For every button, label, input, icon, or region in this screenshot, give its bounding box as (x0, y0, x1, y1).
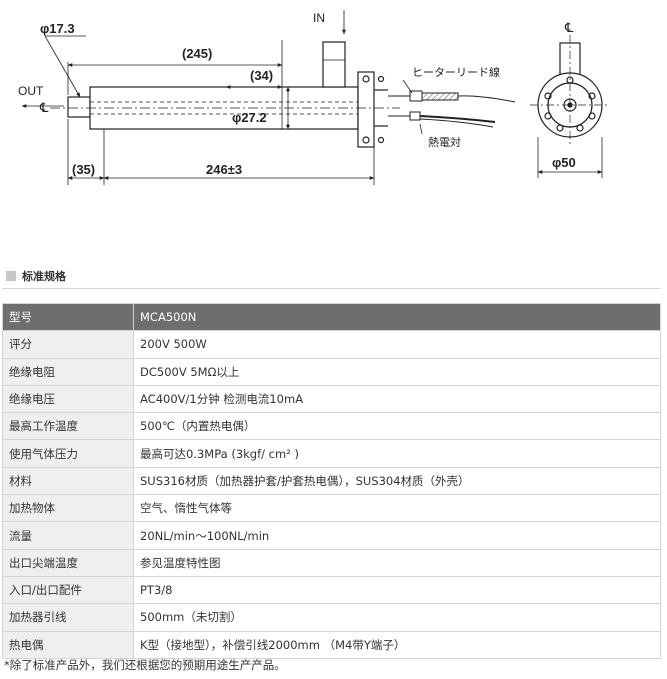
row-key: 最高工作温度 (2, 412, 134, 441)
dim-34: (34) (250, 68, 273, 83)
row-value: 500℃（内置热电偶） (133, 412, 661, 441)
header-key: 型号 (2, 302, 134, 332)
dim-phi-50: φ50 (552, 155, 576, 170)
label-thermocouple: 熱電対 (428, 135, 461, 149)
section-heading: 标准规格 (6, 268, 66, 284)
header-value: MCA500N (133, 302, 661, 332)
lead-wires (388, 90, 516, 128)
dim-246: 246±3 (206, 162, 242, 177)
table-header-row: 型号 MCA500N (2, 302, 661, 332)
table-row: 评分 200V 500W (2, 330, 661, 359)
label-in: IN (313, 11, 325, 25)
label-heater-lead: ヒーターリード線 (412, 65, 500, 79)
row-key: 流量 (2, 521, 134, 550)
table-row: 流量 20NL/min～100NL/min (2, 521, 661, 550)
row-key: 加热物体 (2, 494, 134, 523)
table-row: 出口尖端温度 参见温度特性图 (2, 548, 661, 577)
row-value: 500mm（未切割） (133, 603, 661, 632)
spec-table: 型号 MCA500N 评分 200V 500W 绝缘电阻 DC500V 5MΩ以… (2, 302, 661, 659)
row-value: 空气、惰性气体等 (133, 494, 661, 523)
row-value: PT3/8 (133, 575, 661, 605)
row-key: 热电偶 (2, 630, 134, 659)
table-row: 加热物体 空气、惰性气体等 (2, 494, 661, 523)
row-value: 最高可达0.3MPa (3kgf/ cm² ) (133, 439, 661, 468)
section-divider (2, 288, 661, 289)
section-marker-icon (6, 271, 16, 281)
row-value: 200V 500W (133, 330, 661, 359)
row-value: AC400V/1分钟 检测电流10mA (133, 384, 661, 414)
row-value: K型（接地型），补偿引线2000mm （M4带Y端子） (133, 630, 661, 659)
row-key: 加热器引线 (2, 603, 134, 632)
centerline-mark-left: ℄ (39, 100, 49, 115)
section-title: 标准规格 (22, 270, 66, 283)
row-value: 参见温度特性图 (133, 548, 661, 577)
row-key: 绝缘电压 (2, 384, 134, 414)
row-key: 材料 (2, 466, 134, 496)
footnote: *除了标准产品外，我们还根据您的预期用途生产产品。 (4, 658, 286, 672)
row-value: 20NL/min～100NL/min (133, 521, 661, 550)
dimension-lines (21, 10, 603, 185)
label-out: OUT (18, 84, 44, 98)
row-key: 使用气体压力 (2, 439, 134, 468)
table-row: 绝缘电压 AC400V/1分钟 检测电流10mA (2, 384, 661, 414)
technical-drawing: φ17.3 IN (245) (34) OUT ℄ φ27.2 (35) 246… (18, 10, 610, 185)
centerline-mark-end: ℄ (564, 20, 574, 35)
dim-245: (245) (182, 46, 212, 61)
table-row: 入口/出口配件 PT3/8 (2, 575, 661, 605)
table-row: 使用气体压力 最高可达0.3MPa (3kgf/ cm² ) (2, 439, 661, 468)
table-row: 绝缘电阻 DC500V 5MΩ以上 (2, 357, 661, 386)
row-value: DC500V 5MΩ以上 (133, 357, 661, 386)
table-row: 热电偶 K型（接地型），补偿引线2000mm （M4带Y端子） (2, 630, 661, 659)
row-key: 评分 (2, 330, 134, 359)
row-key: 绝缘电阻 (2, 357, 134, 386)
row-value: SUS316材质（加热器护套/护套热电偶），SUS304材质（外壳） (133, 466, 661, 496)
row-key: 入口/出口配件 (2, 575, 134, 605)
table-row: 加热器引线 500mm（未切割） (2, 603, 661, 632)
dim-phi-17-3: φ17.3 (40, 21, 75, 36)
table-row: 最高工作温度 500℃（内置热电偶） (2, 412, 661, 441)
dim-35: (35) (72, 162, 95, 177)
flange-end-view (530, 35, 610, 145)
table-row: 材料 SUS316材质（加热器护套/护套热电偶），SUS304材质（外壳） (2, 466, 661, 496)
heater-side-view (50, 41, 400, 148)
row-key: 出口尖端温度 (2, 548, 134, 577)
dim-phi-27-2: φ27.2 (232, 110, 267, 125)
